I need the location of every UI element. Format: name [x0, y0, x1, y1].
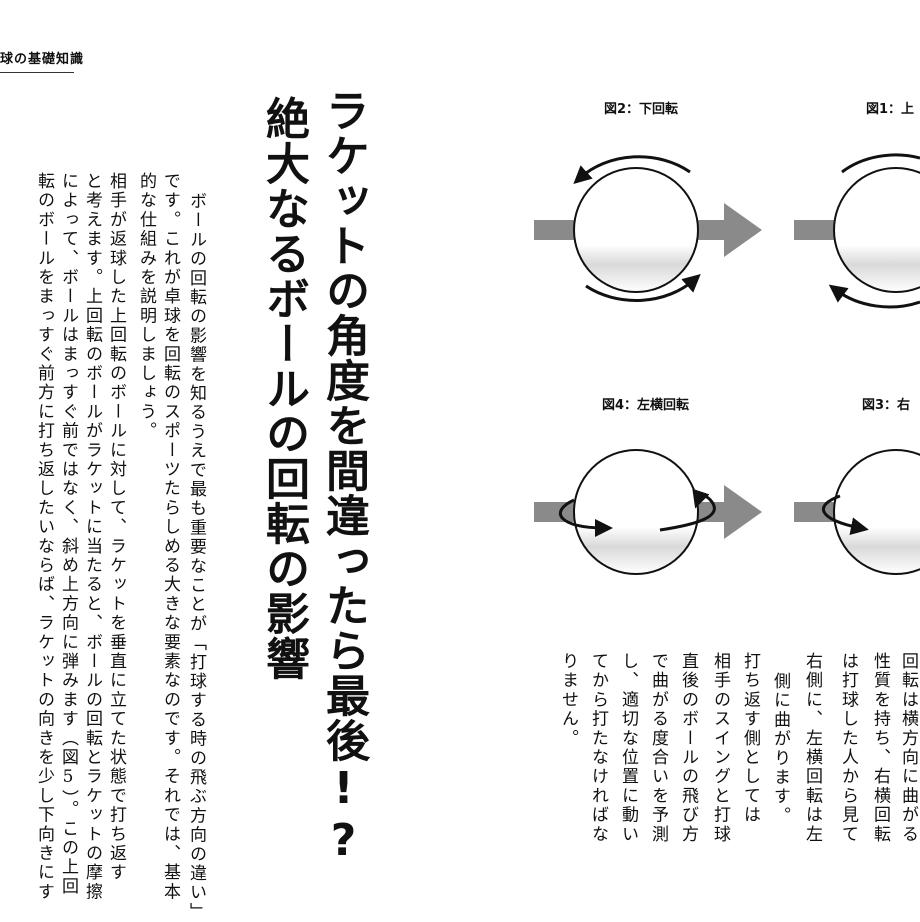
right-column-8: 直後のボールの飛び方	[678, 652, 698, 844]
body-column-3: 的な仕組みを説明しましょう。	[136, 172, 156, 441]
figure-3-label: 図3：右	[862, 398, 911, 413]
right-column-5: 側に曲がります。	[770, 672, 790, 826]
ball	[833, 167, 920, 293]
right-column-3: は打球した人から見て	[838, 652, 858, 844]
ball	[833, 449, 920, 575]
spin-arrow-front-icon	[559, 498, 613, 537]
ball	[573, 167, 699, 293]
title-line-2: 絶大なるボールの回転の影響	[258, 96, 309, 681]
right-column-12: りません。	[558, 652, 578, 748]
right-column-7: 相手のスイングと打球	[710, 652, 730, 844]
right-column-10: し、適切な位置に動い	[618, 652, 638, 844]
right-column-11: てから打たなければな	[588, 652, 608, 844]
spin-arrow-bottom-icon	[828, 284, 920, 309]
ball	[573, 449, 699, 575]
spin-arrow-back-icon	[659, 488, 716, 532]
figure-2-label: 図2：下回転	[604, 102, 679, 117]
figure-2-diagram	[534, 155, 762, 302]
body-column-1: ボールの回転の影響を知るうえで最も重要なことが「打球する時の飛ぶ方向の違い」	[186, 192, 206, 922]
spin-arrow-top-icon	[841, 153, 920, 174]
body-column-4: 相手が返球した上回転のボールに対して、ラケットを垂直に立てた状態で打ち返す	[106, 172, 126, 883]
direction-arrow-head	[724, 485, 762, 539]
right-column-9: で曲がる度合いを予測	[648, 652, 668, 844]
body-column-6: によって、ボールはまっすぐ前ではなく、斜め上方向に弾みます（図5）。この上回	[58, 172, 78, 897]
figure-1-diagram	[794, 153, 920, 309]
spin-arrow-bottom-icon	[585, 274, 701, 302]
body-column-5: と考えます。上回転のボールがラケットに当たると、ボールの回転とラケットの摩擦	[82, 172, 102, 902]
right-column-4: 右側に、左横回転は左	[802, 652, 822, 844]
right-column-6: 打ち返す側としては	[740, 652, 760, 825]
right-column-2: 性質を持ち、右横回転	[870, 652, 890, 844]
section-header: 球の基礎知識	[0, 52, 85, 67]
figure-4-label: 図4：左横回転	[602, 398, 690, 413]
right-column-1: 回転は横方向に曲がる	[898, 652, 918, 844]
figure-1-label: 図1：上	[866, 102, 915, 117]
direction-arrow-head	[724, 203, 762, 257]
spin-arrow-top-icon	[573, 155, 691, 185]
figure-4-diagram	[534, 449, 762, 575]
figure-3-diagram	[794, 449, 920, 575]
spin-arrow-front-icon	[821, 494, 869, 536]
header-divider	[0, 72, 74, 73]
body-column-7: 転のボールをまっすぐ前方に打ち返したいならば、ラケットの向きを少し下向きにす	[34, 172, 54, 902]
body-column-2: です。これが卓球を回転のスポーツたらしめる大きな要素なのです。それでは、基本	[160, 172, 180, 902]
title-line-1: ラケットの角度を間違ったら最後!?	[318, 88, 369, 867]
